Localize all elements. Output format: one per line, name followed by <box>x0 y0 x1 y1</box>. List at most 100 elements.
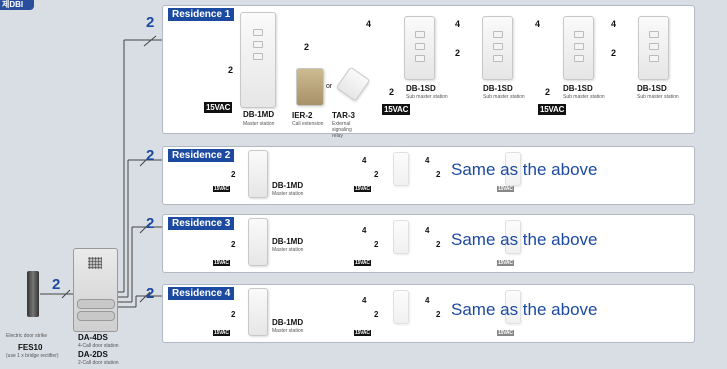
sub-station <box>505 290 521 324</box>
wire-count: 2 <box>304 42 310 52</box>
master-model: DB-1MD <box>272 318 304 327</box>
residence-1-title: Residence 1 <box>168 8 235 21</box>
power-supply-label: 15VAC <box>213 330 230 336</box>
master-station <box>240 12 276 108</box>
wire-tick <box>139 291 151 303</box>
sub-station <box>505 152 521 186</box>
door-station-desc-2: 2-Call door station <box>78 360 119 366</box>
residence-2-title: Residence 2 <box>168 149 235 162</box>
tar-desc: External signaling relay <box>332 121 352 139</box>
wire-count: 2 <box>52 276 61 293</box>
wire-count: 2 <box>231 310 236 319</box>
door-station-desc-1: 4-Call door station <box>78 343 119 349</box>
call-button <box>77 299 115 309</box>
wire-count: 4 <box>455 19 461 29</box>
wire-tick <box>139 222 151 234</box>
sub-station <box>404 16 435 80</box>
wire-count: 4 <box>425 296 430 305</box>
master-station <box>248 288 268 336</box>
tar-model: TAR-3 <box>332 111 355 120</box>
residence-4-title: Residence 4 <box>168 287 235 300</box>
sub-station <box>563 16 594 80</box>
wire-count: 4 <box>425 156 430 165</box>
wire-count: 4 <box>366 19 372 29</box>
strike-note: (use 1 x bridge rectifier) <box>6 353 59 359</box>
wire-count: 2 <box>436 310 441 319</box>
or-text: or <box>326 83 333 90</box>
sub-desc: Sub master station <box>483 94 525 100</box>
wire-count: 4 <box>611 19 617 29</box>
wire-count: 2 <box>374 170 379 179</box>
wire-count: 2 <box>231 240 236 249</box>
sub-station <box>393 220 409 254</box>
master-station <box>248 150 268 198</box>
power-supply-label: 15VAC <box>213 186 230 192</box>
residence-2-panel <box>162 146 695 205</box>
power-supply-label: 15VAC <box>354 186 371 192</box>
sub-desc: Sub master station <box>563 94 605 100</box>
power-supply-label: 15VAC <box>497 260 514 266</box>
power-supply-label: 15VAC <box>213 260 230 266</box>
residence-3-title: Residence 3 <box>168 217 235 230</box>
residence-3-panel <box>162 214 695 273</box>
wire-count: 2 <box>455 48 461 58</box>
call-button <box>77 311 115 321</box>
call-extension-device <box>296 68 324 106</box>
sub-model: DB-1SD <box>563 84 593 93</box>
corner-badge: 제DBI <box>0 0 34 10</box>
ier-desc: Call extension <box>292 121 324 127</box>
wire-count: 2 <box>611 48 617 58</box>
wire-count: 2 <box>146 14 155 31</box>
master-desc: Master station <box>272 191 304 197</box>
wire-count: 2 <box>146 147 155 164</box>
wire-count: 4 <box>362 296 367 305</box>
wire-count: 2 <box>436 240 441 249</box>
master-desc: Master station <box>272 247 304 253</box>
power-supply-label: 15VAC <box>354 260 371 266</box>
sub-model: DB-1SD <box>406 84 436 93</box>
wire-count: 4 <box>535 19 541 29</box>
sub-station <box>393 152 409 186</box>
power-supply-label: 15VAC <box>538 104 567 115</box>
sub-desc: Sub master station <box>637 94 679 100</box>
electric-door-strike <box>27 271 39 317</box>
sub-station <box>505 220 521 254</box>
sub-station <box>393 290 409 324</box>
wire-count: 4 <box>425 226 430 235</box>
residence-4-panel <box>162 284 695 343</box>
wire-count: 2 <box>146 285 155 302</box>
power-supply-label: 15VAC <box>354 330 371 336</box>
ier-model: IER-2 <box>292 111 313 120</box>
wire-count: 2 <box>436 170 441 179</box>
master-desc: Master station <box>243 121 275 127</box>
sub-model: DB-1SD <box>483 84 513 93</box>
wire-count: 2 <box>146 215 155 232</box>
sub-desc: Sub master station <box>406 94 448 100</box>
wire-tick <box>143 35 157 47</box>
sub-station <box>638 16 669 80</box>
master-model: DB-1MD <box>243 110 275 119</box>
door-station <box>73 248 118 332</box>
wire-count: 2 <box>228 65 234 75</box>
door-station-model-2: DA-2DS <box>78 350 108 359</box>
strike-title: Electric door strike <box>6 333 48 339</box>
same-as-above-text: Same as the above <box>451 230 598 249</box>
wire-count: 2 <box>389 87 395 97</box>
wire-tick <box>61 289 71 299</box>
power-supply-label: 15VAC <box>204 102 233 113</box>
master-model: DB-1MD <box>272 181 304 190</box>
wire-count: 2 <box>545 87 551 97</box>
same-as-above-text: Same as the above <box>451 160 598 179</box>
power-supply-label: 15VAC <box>497 330 514 336</box>
wire-count: 2 <box>374 310 379 319</box>
power-supply-label: 15VAC <box>382 104 411 115</box>
wire-count: 4 <box>362 156 367 165</box>
wire-count: 4 <box>362 226 367 235</box>
master-model: DB-1MD <box>272 237 304 246</box>
master-desc: Master station <box>272 328 304 334</box>
wire-count: 2 <box>374 240 379 249</box>
wire-count: 2 <box>231 170 236 179</box>
sub-model: DB-1SD <box>637 84 667 93</box>
sub-station <box>482 16 513 80</box>
